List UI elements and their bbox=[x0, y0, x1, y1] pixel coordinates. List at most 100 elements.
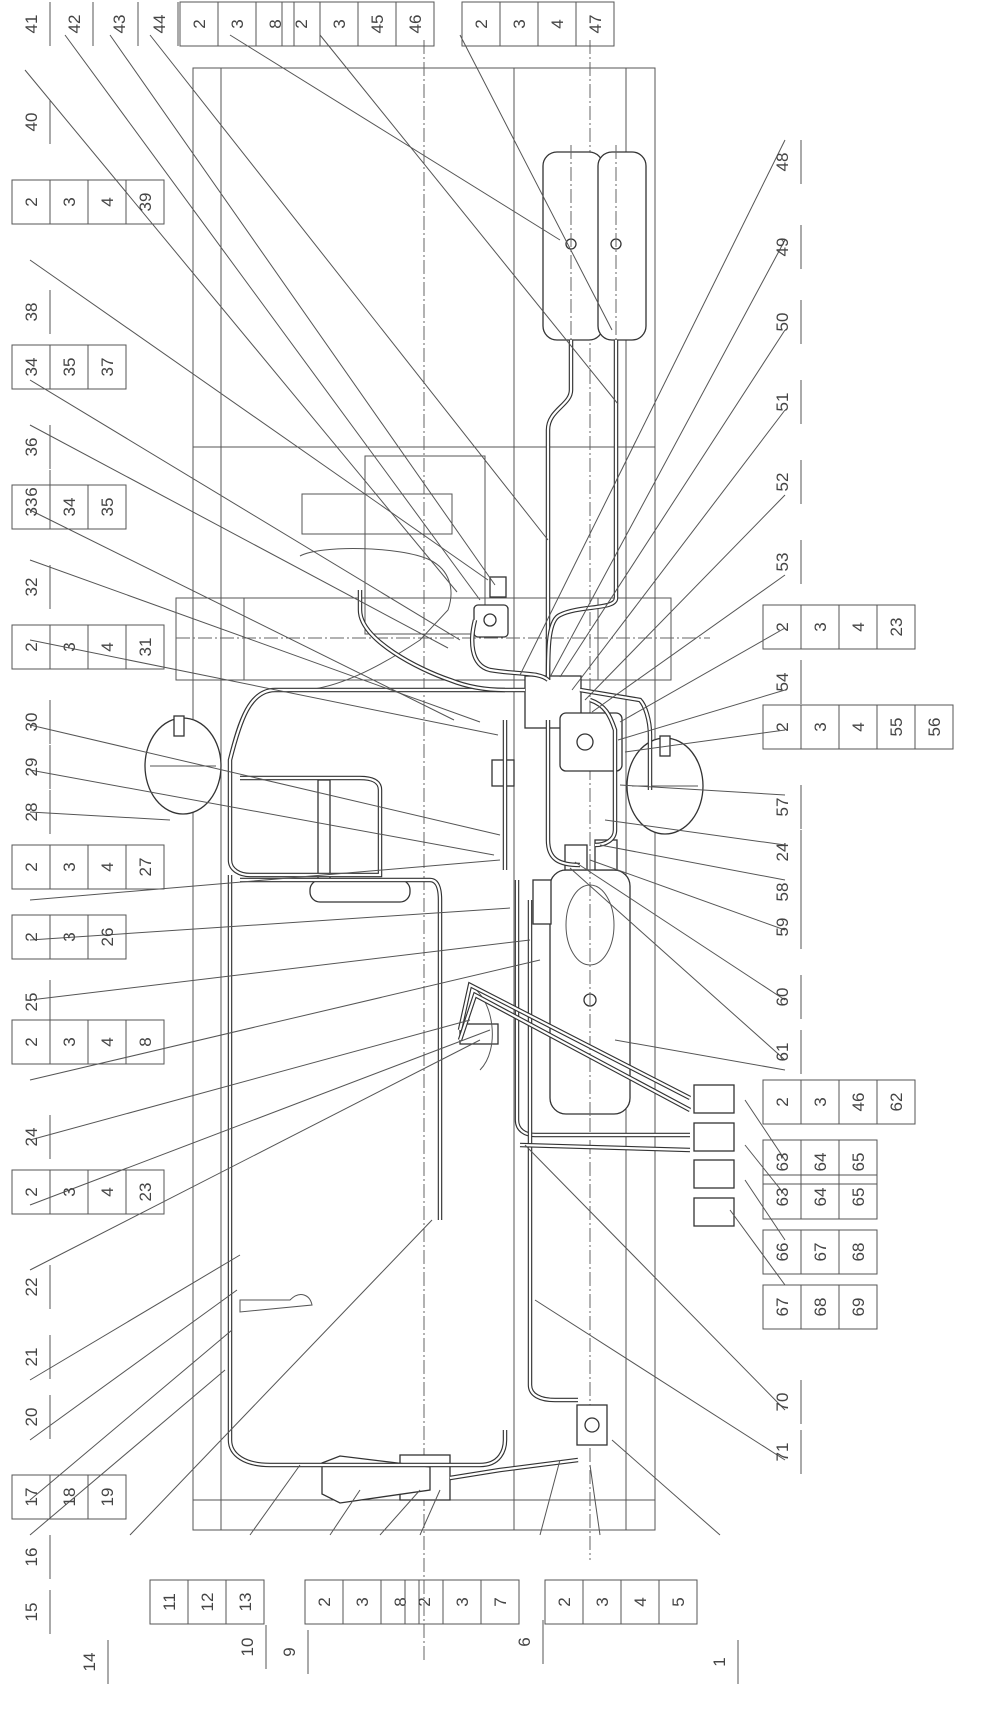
callout-cell bbox=[87, 914, 127, 960]
callout-c71: 71 bbox=[773, 1430, 802, 1474]
callout-number: 4 bbox=[631, 1597, 650, 1606]
callout-number: 30 bbox=[22, 713, 41, 732]
callout-cell bbox=[87, 1474, 127, 1520]
callout-c21: 21 bbox=[22, 1335, 51, 1379]
callout-cell bbox=[125, 179, 165, 225]
callout-number: 52 bbox=[773, 473, 792, 492]
callout-number: 3 bbox=[60, 932, 79, 941]
callout-number: 39 bbox=[136, 193, 155, 212]
callout-cell bbox=[480, 1579, 520, 1625]
callout-number: 37 bbox=[98, 358, 117, 377]
pipes bbox=[227, 340, 692, 1481]
callout-c44: 44 bbox=[150, 2, 179, 46]
callout-number: 8 bbox=[136, 1037, 155, 1046]
callout-c43: 43 bbox=[110, 2, 139, 46]
callout-number: 68 bbox=[849, 1243, 868, 1262]
callout-cell bbox=[575, 1, 615, 47]
callout-number: 41 bbox=[22, 15, 41, 34]
callout-number: 12 bbox=[198, 1593, 217, 1612]
callout-number: 28 bbox=[22, 803, 41, 822]
callout-number: 65 bbox=[849, 1188, 868, 1207]
callout-number: 11 bbox=[160, 1593, 179, 1611]
callout-number: 4 bbox=[849, 722, 868, 731]
callout-number: 6 bbox=[22, 487, 41, 496]
callout-number: 8 bbox=[266, 19, 285, 28]
callout-c38: 38 bbox=[22, 290, 51, 334]
callout-number: 6 bbox=[515, 1637, 534, 1646]
callout-number: 24 bbox=[773, 843, 792, 862]
callout-number: 3 bbox=[60, 197, 79, 206]
callout-number: 4 bbox=[98, 1187, 117, 1196]
callout-number: 2 bbox=[22, 932, 41, 941]
callout-number: 33 bbox=[22, 498, 41, 517]
air-tanks bbox=[542, 145, 647, 1125]
callout-number: 65 bbox=[849, 1153, 868, 1172]
callout-c51: 51 bbox=[773, 380, 802, 424]
callout-number: 18 bbox=[60, 1488, 79, 1507]
callout-number: 14 bbox=[80, 1653, 99, 1672]
callout-number: 2 bbox=[773, 1097, 792, 1106]
callout-number: 1 bbox=[710, 1657, 729, 1666]
callout-number: 23 bbox=[887, 618, 906, 637]
callout-number: 58 bbox=[773, 883, 792, 902]
callout-c58: 58 bbox=[773, 870, 802, 914]
brake-chambers bbox=[144, 715, 704, 835]
callout-number: 63 bbox=[773, 1188, 792, 1207]
callout-number: 8 bbox=[391, 1597, 410, 1606]
callout-c20: 20 bbox=[22, 1395, 51, 1439]
callout-number: 16 bbox=[22, 1548, 41, 1567]
callout-number: 31 bbox=[136, 638, 155, 657]
callout-number: 35 bbox=[98, 498, 117, 517]
callout-number: 54 bbox=[773, 673, 792, 692]
callout-number: 26 bbox=[98, 928, 117, 947]
callout-number: 4 bbox=[548, 19, 567, 28]
callout-c30: 30 bbox=[22, 700, 51, 744]
callout-cell bbox=[125, 1169, 165, 1215]
callout-number: 3 bbox=[811, 722, 830, 731]
callout-number: 34 bbox=[22, 358, 41, 377]
leader-lines bbox=[24, 34, 786, 1536]
callout-cell bbox=[125, 624, 165, 670]
callout-cell bbox=[838, 1229, 878, 1275]
callout-number: 23 bbox=[136, 1183, 155, 1202]
callout-number: 55 bbox=[887, 718, 906, 737]
callout-c50: 50 bbox=[773, 300, 802, 344]
callout-number: 2 bbox=[773, 622, 792, 631]
callout-c1: 1 bbox=[710, 1640, 739, 1684]
callout-c61: 61 bbox=[773, 1030, 802, 1074]
callout-cell bbox=[838, 1284, 878, 1330]
callout-c52: 52 bbox=[773, 460, 802, 504]
valves bbox=[239, 576, 735, 1504]
callout-number: 3 bbox=[353, 1597, 372, 1606]
callout-number: 3 bbox=[593, 1597, 612, 1606]
callout-c57: 57 bbox=[773, 785, 802, 829]
callout-number: 2 bbox=[415, 1597, 434, 1606]
callout-number: 66 bbox=[773, 1243, 792, 1262]
callout-number: 3 bbox=[60, 862, 79, 871]
callout-number: 47 bbox=[586, 15, 605, 34]
callout-number: 64 bbox=[811, 1188, 830, 1207]
callout-number: 42 bbox=[65, 15, 84, 34]
callout-number: 2 bbox=[472, 19, 491, 28]
callout-c41: 41 bbox=[22, 2, 51, 46]
callout-c48: 48 bbox=[773, 140, 802, 184]
callout-number: 13 bbox=[236, 1593, 255, 1612]
callout-number: 2 bbox=[190, 19, 209, 28]
callout-cell bbox=[125, 844, 165, 890]
callout-number: 2 bbox=[22, 197, 41, 206]
callout-c70: 70 bbox=[773, 1380, 802, 1424]
callout-c6b: 6 bbox=[515, 1620, 544, 1664]
callout-cell bbox=[87, 484, 127, 530]
callout-number: 2 bbox=[22, 642, 41, 651]
